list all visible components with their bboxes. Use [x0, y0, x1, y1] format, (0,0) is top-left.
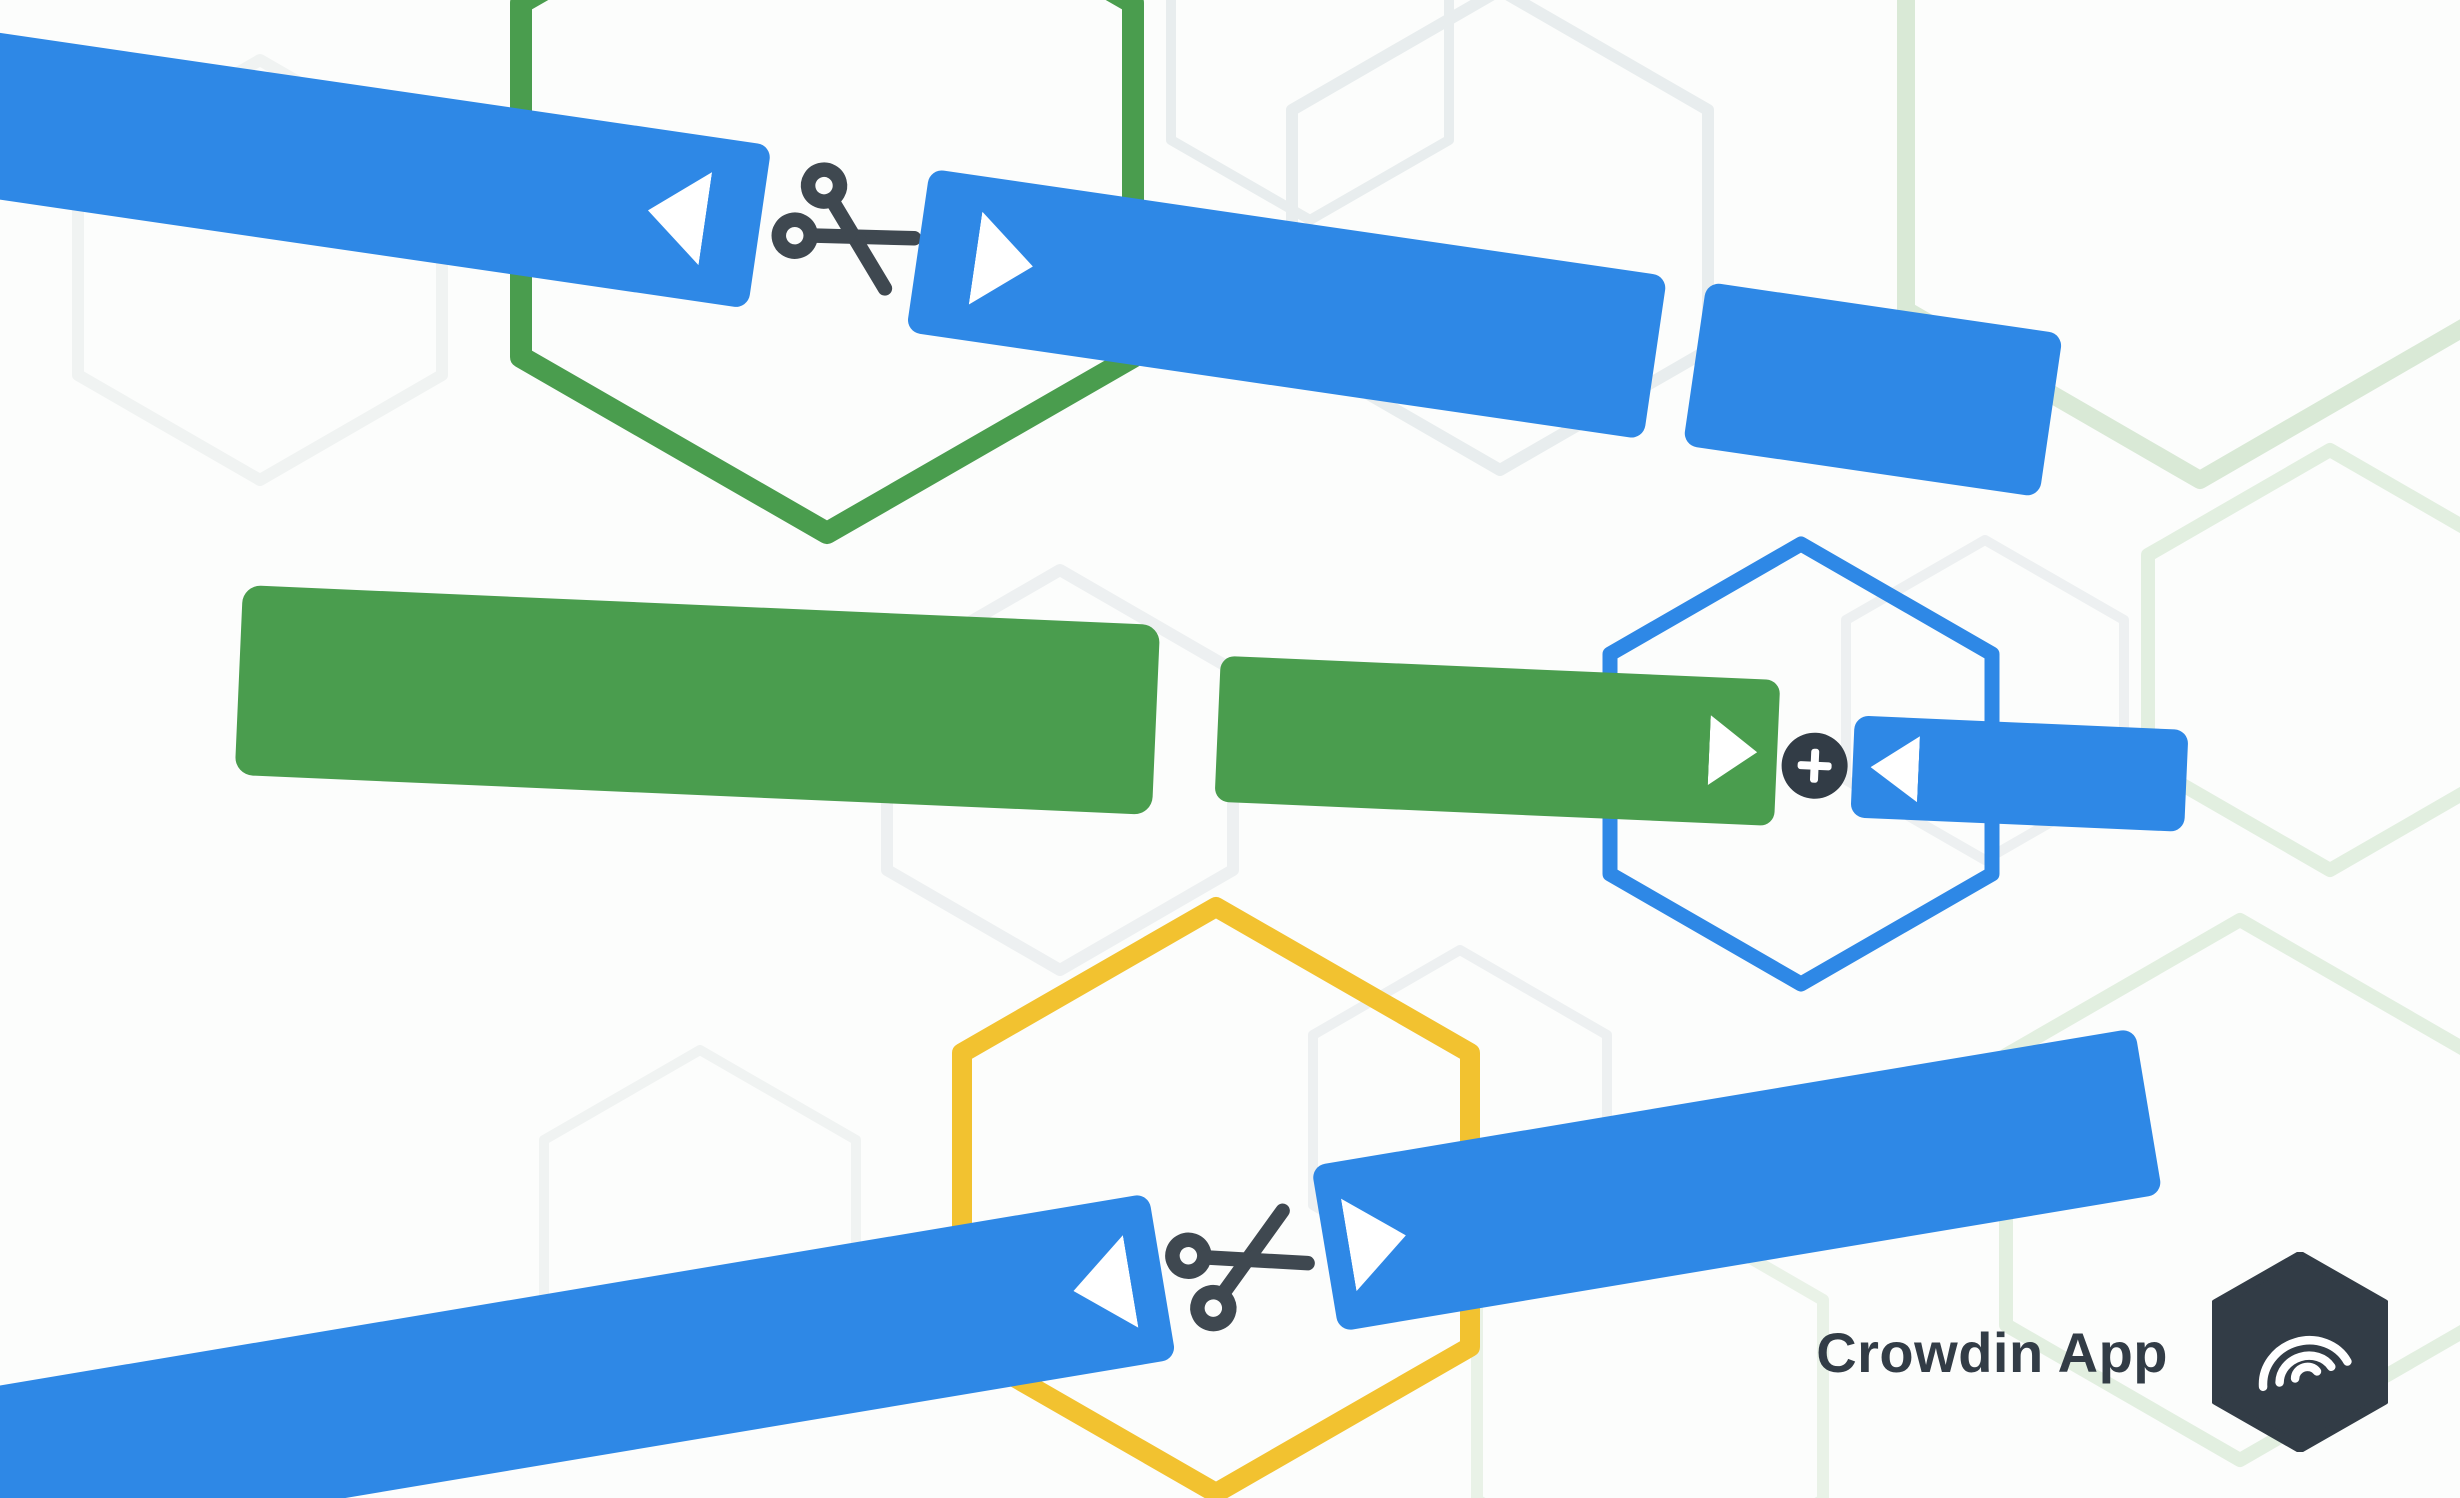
scissors-icon [1149, 1164, 1342, 1357]
middle-ribbon-green-segment-1 [234, 585, 1161, 815]
middle-ribbon [234, 585, 2191, 860]
middle-ribbon-green-segment-2 [1214, 655, 1781, 827]
crowdin-logo [2212, 1252, 2388, 1452]
bottom-ribbon [0, 1028, 2163, 1498]
scissors-icon [753, 136, 951, 334]
brand: Crowdin App [1816, 1252, 2388, 1452]
bottom-ribbon-segment-1 [0, 1193, 1177, 1498]
plus-icon [1780, 731, 1850, 801]
top-ribbon-segment-2 [906, 168, 1668, 440]
background-hexagon [1166, 0, 1454, 225]
right-notch-triangle [969, 212, 1040, 313]
top-ribbon-segment-1 [0, 30, 772, 309]
left-notch-triangle [1066, 1235, 1139, 1337]
logo-hexagon [2212, 1252, 2388, 1452]
logo-swirl-icon [2258, 1336, 2352, 1392]
top-ribbon-segment-3 [1682, 281, 2063, 498]
brand-label: Crowdin App [1816, 1320, 2168, 1384]
right-notch-triangle [1341, 1189, 1414, 1291]
left-notch-triangle [1869, 734, 1920, 802]
left-notch-triangle [641, 164, 712, 265]
right-notch-triangle [1708, 715, 1759, 787]
top-ribbon [0, 30, 2127, 507]
background-hexagon [2141, 443, 2460, 877]
middle-ribbon-blue-segment [1850, 715, 2189, 832]
